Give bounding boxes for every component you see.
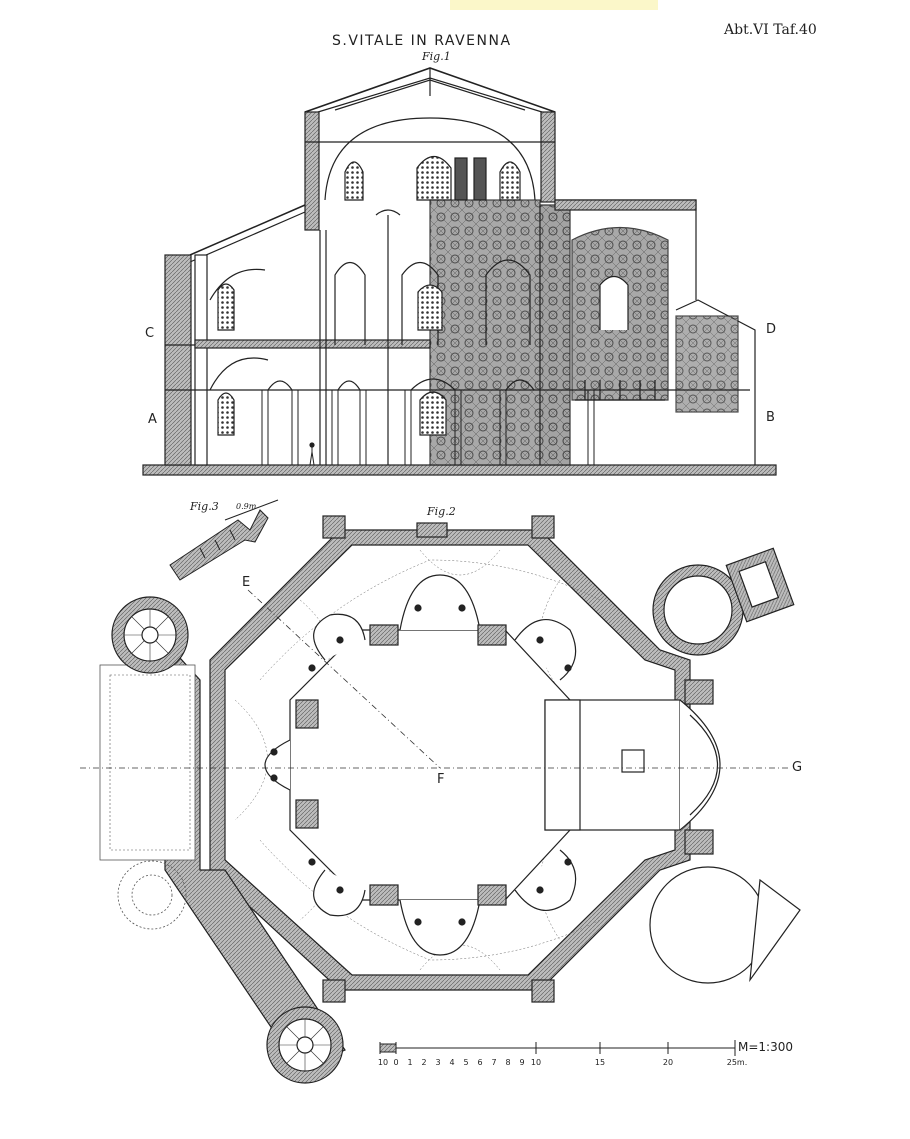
scale-tick: 10 xyxy=(377,1058,389,1067)
section-label-c: C xyxy=(145,326,155,341)
plan-label-f: F xyxy=(437,772,445,787)
scale-tick: 2 xyxy=(421,1058,427,1067)
scale-tick: 15 xyxy=(594,1058,606,1067)
section-label-d: D xyxy=(766,322,777,337)
fig3-label: Fig.3 xyxy=(190,500,219,513)
highlight-strip xyxy=(450,0,658,10)
plan-drawing xyxy=(80,515,801,1084)
scale-tick: 10 xyxy=(530,1058,542,1067)
scale-tick: 4 xyxy=(449,1058,455,1067)
scale-tick: 6 xyxy=(477,1058,483,1067)
scale-tick: 1 xyxy=(407,1058,413,1067)
plan-label-e: E xyxy=(242,575,251,590)
scale-tick: 5 xyxy=(463,1058,469,1067)
scale-tick: 8 xyxy=(505,1058,511,1067)
scale-bar xyxy=(379,1040,736,1056)
fig1-label: Fig.1 xyxy=(422,50,451,63)
fig3-detail xyxy=(169,499,279,581)
scale-tick: 9 xyxy=(519,1058,525,1067)
scale-tick: 3 xyxy=(435,1058,441,1067)
section-drawing xyxy=(142,67,777,476)
fig3-dimension: 0.9m xyxy=(236,502,257,511)
scale-tick: 20 xyxy=(662,1058,674,1067)
section-label-a: A xyxy=(148,412,157,427)
scale-tick: 25m. xyxy=(726,1058,748,1067)
plate-number: Abt.VI Taf.40 xyxy=(724,22,817,38)
plate-title: S.VITALE IN RAVENNA xyxy=(332,33,512,49)
scale-ratio: M=1:300 xyxy=(738,1040,793,1054)
section-label-b: B xyxy=(766,410,775,425)
fig2-label: Fig.2 xyxy=(427,505,456,518)
scale-tick: 7 xyxy=(491,1058,497,1067)
scale-tick: 0 xyxy=(393,1058,399,1067)
plan-label-g: G xyxy=(792,760,803,775)
